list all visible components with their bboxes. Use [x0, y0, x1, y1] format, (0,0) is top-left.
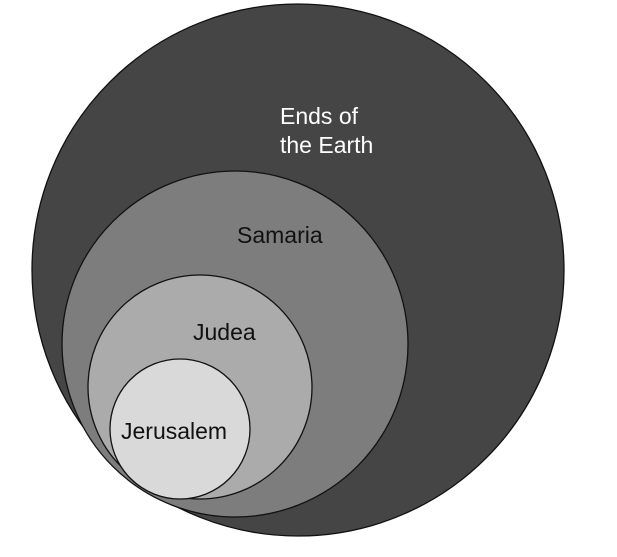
- earth-label: Ends of the Earth: [280, 103, 373, 158]
- earth-label-line-1: Ends of: [280, 103, 359, 129]
- earth-label-line-2: the Earth: [280, 132, 373, 158]
- judea-label: Judea: [193, 319, 256, 345]
- jerusalem-label: Jerusalem: [121, 418, 227, 444]
- jerusalem-circle: [109, 358, 251, 500]
- judea-label-line-1: Judea: [193, 319, 256, 345]
- jerusalem-label-line-1: Jerusalem: [121, 418, 227, 444]
- samaria-label-line-1: Samaria: [237, 222, 323, 248]
- samaria-label: Samaria: [237, 222, 323, 248]
